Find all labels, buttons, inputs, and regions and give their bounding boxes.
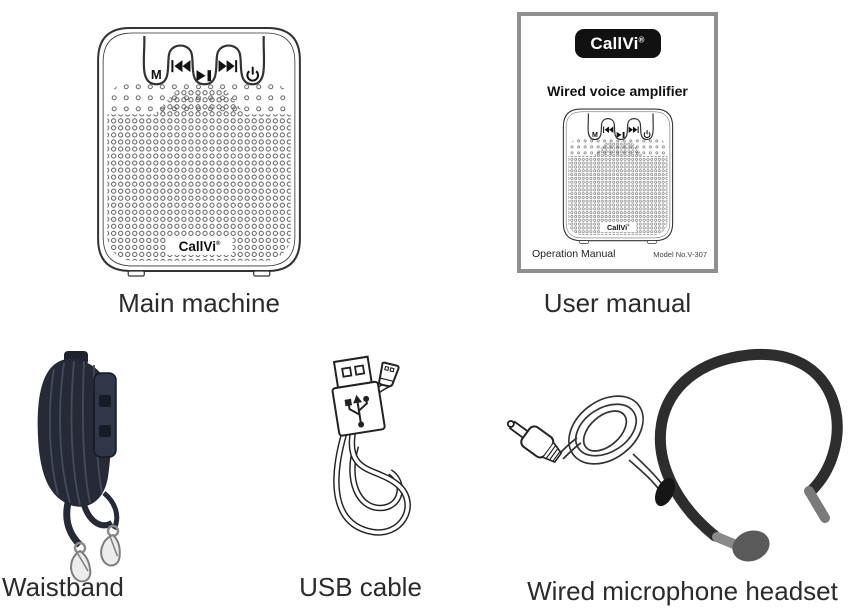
headset-label: Wired microphone headset: [527, 576, 838, 606]
audio-plug: [506, 420, 563, 464]
usb-trident-icon: [344, 394, 370, 428]
headband: [654, 349, 843, 542]
usb-cable-label: USB cable: [299, 572, 422, 602]
manual-footer-left: Operation Manual: [532, 248, 616, 260]
manual-brand-badge: CallVi®: [574, 29, 661, 58]
user-manual-illustration: CallVi® Wired voice amplifier Operation …: [517, 12, 718, 273]
waistband-label: Waistband: [2, 572, 124, 602]
manual-footer-right: Model No.V-307: [653, 250, 707, 259]
manual-cover-speaker-image: [562, 108, 674, 245]
usb-cable-illustration: [331, 355, 411, 536]
mini-usb-connector: [378, 361, 400, 388]
usb-a-connector: [331, 355, 386, 437]
manual-brand-text: CallVi®: [590, 33, 645, 53]
main-machine-label: Main machine: [118, 288, 280, 318]
cable-adjuster: [655, 477, 675, 507]
main-machine-illustration: [96, 26, 302, 279]
microphone-boom: [712, 530, 770, 562]
metal-clips: [70, 524, 121, 583]
user-manual-label: User manual: [543, 288, 692, 318]
mic-capsule: [732, 530, 770, 562]
headset-illustration: [506, 349, 843, 562]
waistband-illustration: [37, 351, 121, 583]
strap-buckle: [93, 372, 117, 458]
ear-tip: [804, 486, 830, 523]
strap-bundle: [37, 351, 112, 507]
cable-coil: [558, 395, 665, 492]
manual-title: Wired voice amplifier: [547, 83, 688, 99]
